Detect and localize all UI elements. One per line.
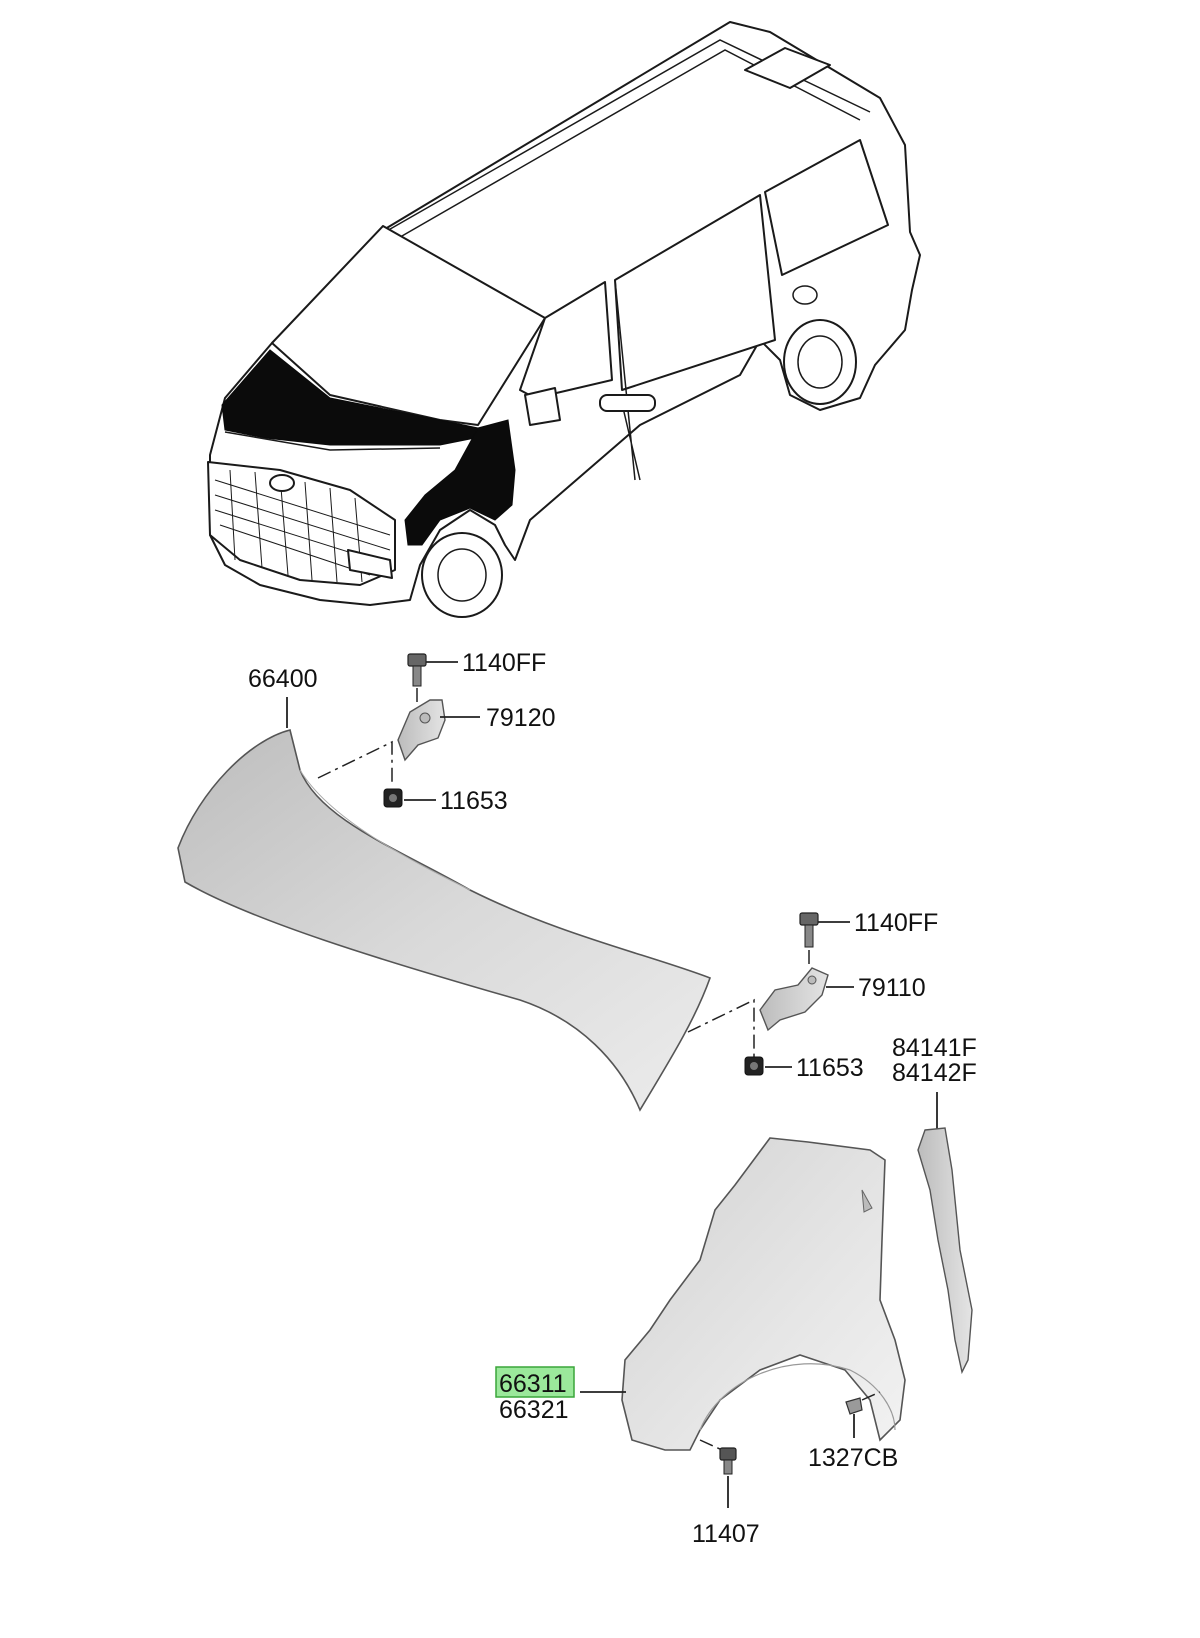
- label-bolt-bottom: 11407: [692, 1520, 760, 1548]
- assembly-line-bottom-bolt: [699, 1439, 723, 1451]
- highlighted-fender: [404, 419, 516, 546]
- label-insulator-b: 84142F: [892, 1059, 977, 1087]
- rear-wheel: [783, 319, 857, 405]
- nut-11653-right[interactable]: [744, 1056, 764, 1076]
- hood-panel[interactable]: [177, 729, 712, 1112]
- bolt-11407[interactable]: [719, 1447, 737, 1475]
- label-fender-rh: 66321: [499, 1396, 569, 1424]
- highlight-box: [495, 1366, 575, 1398]
- assembly-line-clip: [861, 1391, 881, 1401]
- roof-panel: [744, 47, 831, 89]
- side-window-rear: [764, 139, 889, 276]
- vehicle-illustration: [207, 21, 921, 618]
- hinge-79110[interactable]: [759, 967, 829, 1032]
- label-clip: 1327CB: [808, 1444, 898, 1472]
- clip-1327cb[interactable]: [845, 1397, 863, 1415]
- assembly-line-right: [687, 998, 755, 1060]
- brand-emblem: [269, 474, 295, 492]
- fender-insulator[interactable]: [917, 1127, 973, 1375]
- headlight: [347, 549, 393, 579]
- label-hood: 66400: [248, 665, 318, 693]
- windshield: [271, 225, 546, 426]
- hinge-79120[interactable]: [397, 699, 446, 762]
- door-handle: [599, 394, 656, 412]
- side-mirror: [524, 387, 561, 426]
- front-wheel: [421, 532, 503, 618]
- label-nut-left: 11653: [440, 787, 508, 815]
- fuel-door: [792, 285, 818, 305]
- label-hinge-left: 79120: [486, 704, 556, 732]
- roof-rail-inner: [394, 49, 861, 241]
- label-bolt-top-right: 1140FF: [854, 909, 938, 937]
- assembly-line-left: [317, 740, 393, 785]
- roof-rail: [384, 39, 871, 233]
- label-fender-lh[interactable]: 66311: [499, 1370, 567, 1398]
- front-window: [519, 281, 613, 399]
- label-hinge-right: 79110: [858, 974, 926, 1002]
- label-nut-right: 11653: [796, 1054, 864, 1082]
- label-insulator-a: 84141F: [892, 1034, 977, 1062]
- nut-11653-left[interactable]: [383, 788, 403, 808]
- bolt-1140ff-left[interactable]: [407, 653, 427, 687]
- grille-pattern: [214, 469, 391, 583]
- side-window-middle: [614, 194, 776, 391]
- daytime-light-bar: [224, 431, 441, 451]
- front-fender[interactable]: [621, 1137, 906, 1451]
- bolt-1140ff-right[interactable]: [799, 912, 819, 948]
- label-bolt-top-left: 1140FF: [462, 649, 546, 677]
